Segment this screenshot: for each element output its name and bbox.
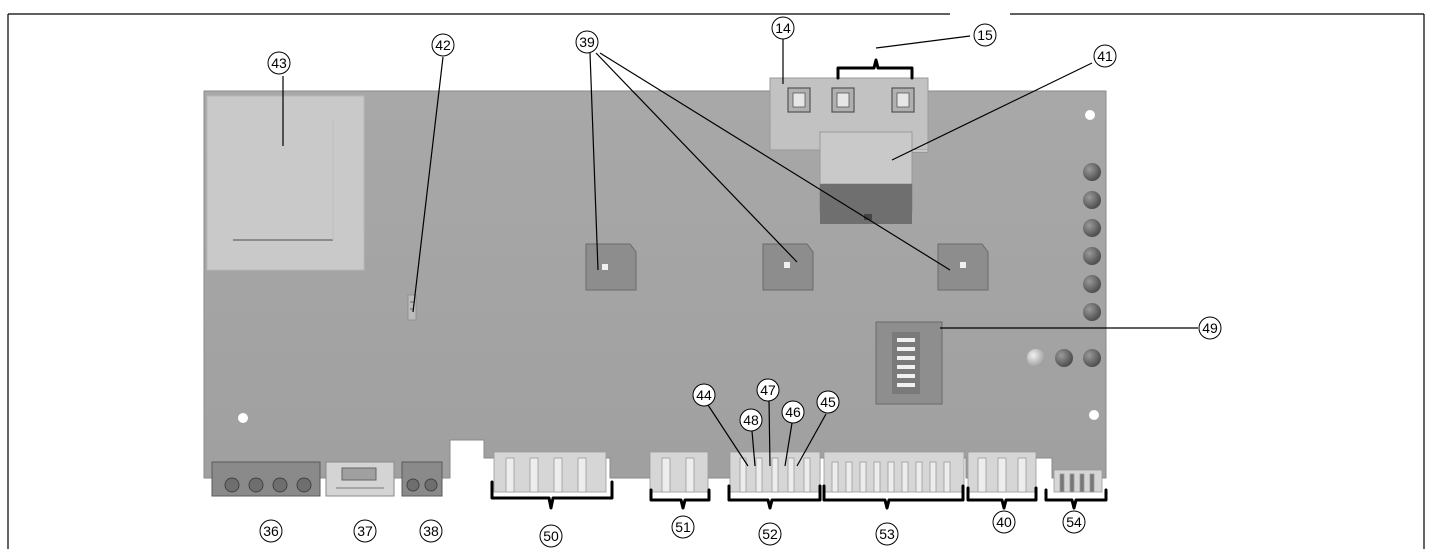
connector-brackets [490, 58, 1108, 510]
callout-36-text: 36 [263, 523, 279, 539]
callout-51: 51 [671, 515, 695, 539]
callout-40-text: 40 [996, 514, 1012, 530]
callout-54: 54 [1062, 510, 1086, 534]
callout-45-text: 45 [820, 394, 836, 410]
relay-block [769, 77, 929, 224]
callout-43: 43 [267, 51, 291, 75]
callout-41: 41 [1093, 44, 1117, 68]
callout-38: 38 [419, 519, 443, 543]
connector-37 [325, 461, 395, 497]
led-indicators [1027, 163, 1101, 367]
callout-44-text: 44 [696, 387, 712, 403]
connector-pins [493, 451, 1103, 493]
callout-15: 15 [973, 23, 997, 47]
callout-46-text: 46 [785, 404, 801, 420]
callout-49-text: 49 [1202, 320, 1218, 336]
callout-51-text: 51 [675, 519, 691, 535]
callout-37: 37 [353, 519, 377, 543]
callout-38-text: 38 [423, 523, 439, 539]
callout-39: 39 [575, 30, 599, 54]
terminal-block-38 [401, 461, 443, 497]
callout-41-text: 41 [1097, 48, 1113, 64]
callout-49: 49 [1198, 316, 1222, 340]
callout-53-text: 53 [879, 526, 895, 542]
callout-45: 45 [816, 390, 840, 414]
callout-50-text: 50 [543, 528, 559, 544]
transformer [206, 95, 365, 271]
callout-48-text: 48 [743, 412, 759, 428]
callout-48: 48 [739, 408, 763, 432]
callout-37-text: 37 [357, 523, 373, 539]
callout-42: 42 [431, 33, 455, 57]
callout-42-text: 42 [435, 37, 451, 53]
callout-44: 44 [692, 383, 716, 407]
square-components [585, 243, 989, 291]
callout-50: 50 [539, 524, 563, 548]
callout-54-text: 54 [1066, 514, 1082, 530]
terminal-block-36 [211, 461, 321, 497]
callout-52-text: 52 [762, 526, 778, 542]
leader-lines [282, 35, 1198, 467]
callout-labels: 14 15 39 41 42 43 49 44 47 45 48 46 36 3… [259, 16, 1222, 548]
callout-14-text: 14 [775, 20, 791, 36]
callout-47: 47 [756, 378, 780, 402]
callout-53: 53 [875, 522, 899, 546]
callout-36: 36 [259, 519, 283, 543]
callout-40: 40 [992, 510, 1016, 534]
callout-52: 52 [758, 522, 782, 546]
callout-43-text: 43 [271, 55, 287, 71]
callout-46: 46 [781, 400, 805, 424]
dip-switch [875, 321, 943, 405]
callout-14: 14 [771, 16, 795, 40]
frame [7, 13, 1425, 549]
callout-15-text: 15 [977, 27, 993, 43]
callout-47-text: 47 [760, 382, 776, 398]
callout-39-text: 39 [579, 34, 595, 50]
